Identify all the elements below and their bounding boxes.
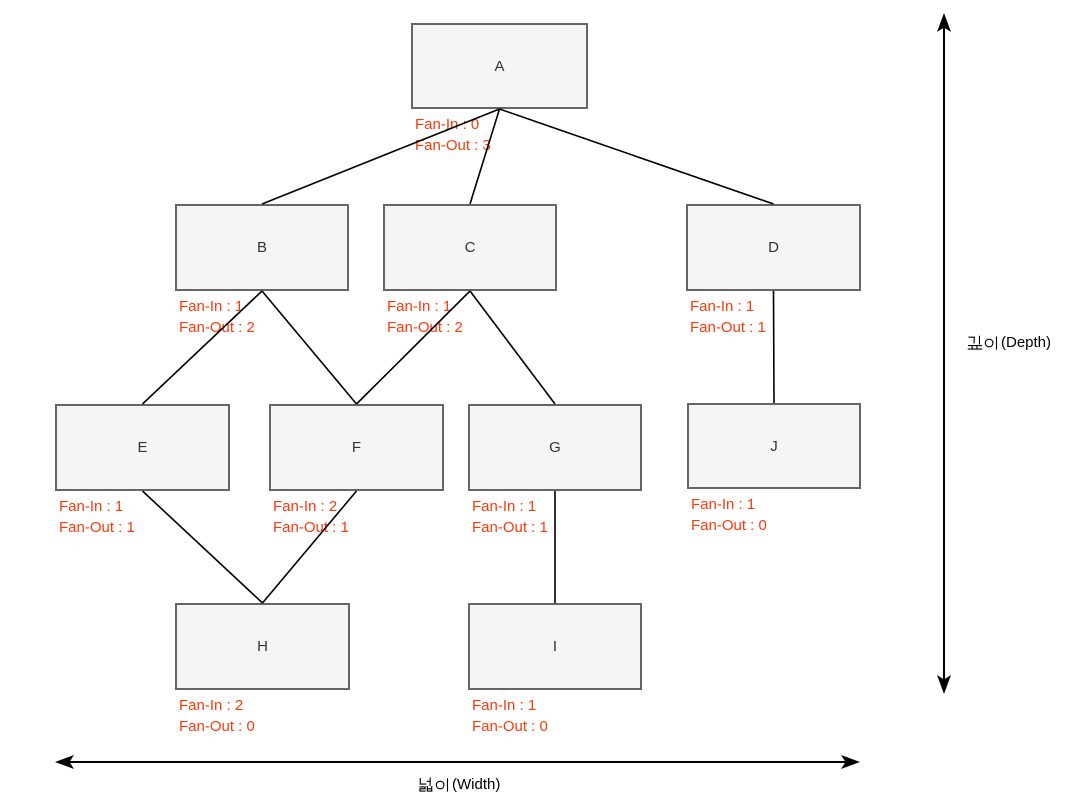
- node-title: F: [351, 439, 362, 456]
- node-H[interactable]: H: [175, 603, 350, 690]
- fan-out-text: Fan-Out : 0: [472, 718, 548, 735]
- hangul-stroke: [419, 777, 427, 785]
- fan-in-text: Fan-In : 0: [415, 116, 480, 133]
- node-title: A: [494, 57, 505, 75]
- hangul-i-glyph: [435, 777, 449, 792]
- hangul-stroke: [426, 785, 433, 792]
- fan-in-text: Fan-In : 1: [387, 298, 452, 315]
- fan-out-text: Fan-Out : 0: [179, 718, 255, 735]
- node-E[interactable]: E: [55, 404, 230, 491]
- depth-axis-label: (Depth): [967, 334, 1051, 351]
- depth-axis-label-latin: (Depth): [1001, 334, 1052, 351]
- fan-in-text: Fan-In : 1: [179, 298, 244, 315]
- hangul-gip-glyph: [967, 335, 983, 350]
- width-axis-label: (Width): [418, 776, 500, 793]
- fan-in-text: Fan-In : 1: [472, 498, 537, 515]
- hangul-stroke: [967, 344, 983, 350]
- fan-label-E: Fan-In : 1 Fan-Out : 1: [59, 496, 135, 538]
- node-title: B: [256, 239, 267, 256]
- width-axis-label-latin: (Width): [452, 776, 501, 793]
- node-J[interactable]: J: [687, 403, 861, 489]
- node-title: D: [768, 239, 779, 256]
- fan-label-I: Fan-In : 1 Fan-Out : 0: [472, 695, 548, 737]
- fan-label-G: Fan-In : 1 Fan-Out : 1: [472, 496, 548, 538]
- node-title: G: [549, 439, 561, 456]
- hangul-stroke: [968, 336, 975, 344]
- node-F[interactable]: F: [269, 404, 444, 491]
- node-title: J: [770, 437, 778, 455]
- fan-out-text: Fan-Out : 0: [691, 517, 767, 534]
- fan-in-text: Fan-In : 1: [59, 498, 124, 515]
- fan-label-F: Fan-In : 2 Fan-Out : 1: [273, 496, 349, 538]
- node-I[interactable]: I: [468, 603, 642, 690]
- fan-label-J: Fan-In : 1 Fan-Out : 0: [691, 494, 767, 536]
- fan-out-text: Fan-Out : 3: [415, 137, 491, 154]
- hangul-stroke: [984, 338, 994, 347]
- fan-label-A: Fan-In : 0 Fan-Out : 3: [415, 114, 491, 156]
- fan-in-text: Fan-In : 2: [273, 498, 338, 515]
- fan-out-text: Fan-Out : 1: [690, 319, 766, 336]
- fan-out-text: Fan-Out : 1: [273, 519, 349, 536]
- node-title: C: [464, 239, 476, 256]
- fan-out-text: Fan-Out : 2: [179, 319, 255, 336]
- fan-in-text: Fan-In : 1: [691, 496, 756, 513]
- fan-label-C: Fan-In : 1 Fan-Out : 2: [387, 296, 463, 338]
- node-C[interactable]: C: [383, 204, 557, 291]
- fan-out-text: Fan-Out : 2: [387, 319, 463, 336]
- node-A[interactable]: A: [411, 23, 588, 109]
- hangul-stroke: [426, 776, 431, 786]
- fan-label-D: Fan-In : 1 Fan-Out : 1: [690, 296, 766, 338]
- node-title: E: [137, 439, 148, 456]
- node-G[interactable]: G: [468, 404, 642, 491]
- hangul-neol-glyph: [419, 776, 433, 792]
- hangul-i-glyph: [984, 335, 998, 350]
- hangul-stroke: [419, 785, 426, 792]
- fan-label-B: Fan-In : 1 Fan-Out : 2: [179, 296, 255, 338]
- node-title: H: [257, 638, 268, 655]
- hangul-stroke: [435, 780, 445, 789]
- fan-in-text: Fan-In : 1: [690, 298, 755, 315]
- fan-in-text: Fan-In : 1: [472, 697, 537, 714]
- fan-out-text: Fan-Out : 1: [472, 519, 548, 536]
- fan-out-text: Fan-Out : 1: [59, 519, 135, 536]
- fan-label-H: Fan-In : 2 Fan-Out : 0: [179, 695, 255, 737]
- node-title: I: [552, 638, 558, 655]
- fan-in-text: Fan-In : 2: [179, 697, 244, 714]
- node-B[interactable]: B: [175, 204, 349, 291]
- node-D[interactable]: D: [686, 204, 861, 291]
